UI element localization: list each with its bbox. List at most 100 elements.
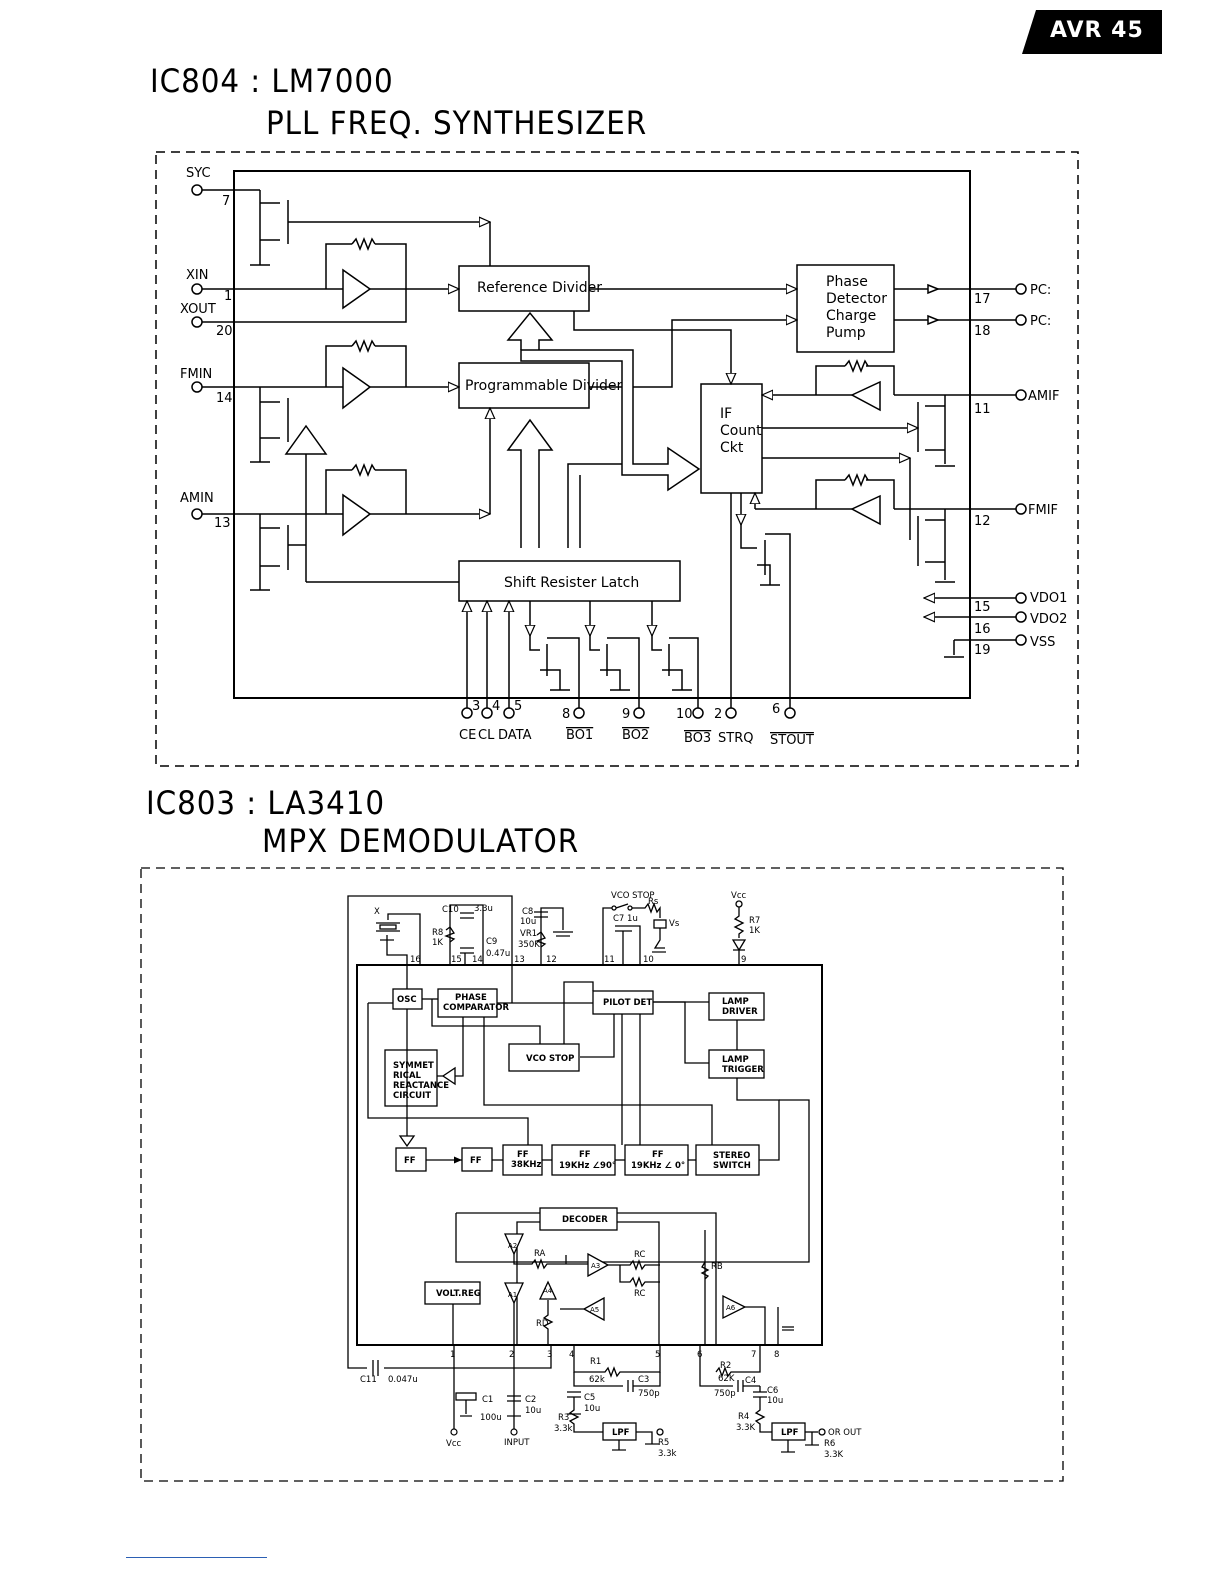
label-c8v: 10u <box>520 917 536 927</box>
label-amin: AMIN <box>180 491 214 506</box>
symmetrical-block <box>384 1049 438 1107</box>
ic804-chip-body <box>233 170 971 699</box>
label-c10v: 3.3u <box>474 904 493 914</box>
label-c2v: 10u <box>525 1406 541 1416</box>
label-r8: R8 <box>432 928 443 938</box>
num-vss: 19 <box>974 643 991 658</box>
label-data: DATA <box>498 728 532 743</box>
phase-comparator-label-1: PHASE <box>455 993 487 1003</box>
ic803-pin-16: 16 <box>410 955 421 965</box>
ic803-pin-12: 12 <box>546 955 557 965</box>
label-vr1v: 350K <box>518 940 540 950</box>
label-rd: RD <box>536 1319 549 1329</box>
phase-detector-label-2: Detector <box>826 291 887 307</box>
pin-xout <box>191 316 203 328</box>
label-pc18: PC: <box>1030 314 1051 329</box>
ic803-title: IC803 : LA3410 <box>146 784 386 822</box>
phase-detector-label-4: Pump <box>826 325 866 341</box>
num-vdo2: 16 <box>974 622 991 637</box>
ic803-pin-6: 6 <box>697 1350 702 1360</box>
pilot-det-label: PILOT DET <box>603 998 652 1008</box>
pin-bo3 <box>692 707 704 719</box>
phase-detector-label-3: Charge <box>826 308 876 324</box>
num-cl: 4 <box>492 699 500 714</box>
label-r1v: 62k <box>589 1375 605 1385</box>
label-c9: C9 <box>486 937 497 947</box>
label-r7v: 1K <box>749 926 760 936</box>
pin-fmin <box>191 381 203 393</box>
ic803-pin-15: 15 <box>451 955 462 965</box>
pin-cl <box>481 707 493 719</box>
if-count-label-3: Ckt <box>720 440 744 456</box>
osc-label: OSC <box>397 995 417 1005</box>
ff19-90-label-2: 19KHz ∠90° <box>559 1161 616 1171</box>
lamp-driver-label-1: LAMP <box>722 997 749 1007</box>
lamp-trigger-label-1: LAMP <box>722 1055 749 1065</box>
lpf-left-label: LPF <box>612 1428 630 1438</box>
label-vcc-bottom: Vcc <box>446 1439 461 1449</box>
label-r2v: 62K <box>718 1374 735 1384</box>
label-cl: CL <box>478 728 495 743</box>
label-c7: C7 1u <box>613 914 638 924</box>
label-c5: C5 <box>584 1393 595 1403</box>
num-bo3: 10 <box>676 707 693 722</box>
label-c3: C3 <box>638 1375 649 1385</box>
ff19-90-label-1: FF <box>579 1150 591 1160</box>
label-x: X <box>374 907 380 917</box>
ic803-pin-5: 5 <box>655 1350 660 1360</box>
num-xout: 20 <box>216 324 233 339</box>
num-pc17: 17 <box>974 292 991 307</box>
stereo-switch-label-2: SWITCH <box>713 1161 751 1171</box>
reference-divider-label: Reference Divider <box>477 280 602 296</box>
num-bo1: 8 <box>562 707 570 722</box>
phase-comparator-label-2: COMPARATOR <box>443 1003 509 1013</box>
vco-stop-block <box>508 1043 580 1072</box>
num-ce: 3 <box>472 699 480 714</box>
ic803-pin-8: 8 <box>774 1350 779 1360</box>
stereo-switch-label-1: STEREO <box>713 1151 750 1161</box>
pin-vdo2 <box>1015 611 1027 623</box>
num-fmif: 12 <box>974 514 991 529</box>
pin-data <box>503 707 515 719</box>
pin-amin <box>191 508 203 520</box>
ic804-dashed-border <box>155 151 1079 767</box>
label-a5: A5 <box>590 1306 599 1314</box>
label-rb: RB <box>711 1262 723 1272</box>
model-badge-text: AVR 45 <box>1050 18 1144 43</box>
num-amif: 11 <box>974 402 991 417</box>
num-pc18: 18 <box>974 324 991 339</box>
ic803-block-diagram: OSC PHASE COMPARATOR PILOT DET LAMP DRIV… <box>140 867 1064 1482</box>
phase-detector-label-1: Phase <box>826 274 868 290</box>
volt-reg-label: VOLT.REG <box>436 1289 481 1299</box>
lamp-driver-label-2: DRIVER <box>722 1007 758 1017</box>
ic803-pin-9: 9 <box>741 955 746 965</box>
label-xout: XOUT <box>180 302 216 317</box>
symmetrical-label-4: CIRCUIT <box>393 1091 431 1101</box>
label-vr1: VR1 <box>520 929 537 939</box>
label-c1v: 100u <box>480 1413 502 1423</box>
label-r2: R2 <box>720 1361 731 1371</box>
ic803-pin-1: 1 <box>450 1350 455 1360</box>
label-a6: A6 <box>726 1304 736 1312</box>
pin-stout <box>784 707 796 719</box>
ic803-dashed-border <box>140 867 1064 1482</box>
ic803-chip-body <box>356 964 823 1346</box>
pin-bo2 <box>633 707 645 719</box>
label-r3v: 3.3k <box>554 1424 573 1434</box>
ff2-label: FF <box>470 1156 482 1166</box>
label-c1: C1 <box>482 1395 493 1405</box>
ff1-label: FF <box>404 1156 416 1166</box>
if-count-label-2: Count <box>720 423 762 439</box>
label-r8v: 1K <box>432 938 443 948</box>
label-bo1: BO1 <box>566 728 593 743</box>
label-c11v: 0.047u <box>388 1375 418 1385</box>
symmetrical-label-3: REACTANCE <box>393 1081 449 1091</box>
label-a2: A2 <box>508 1242 517 1250</box>
label-c8: C8 <box>522 907 533 917</box>
label-r6v: 3.3K <box>824 1450 844 1460</box>
label-r4: R4 <box>738 1412 749 1422</box>
pin-vdo1 <box>1015 592 1027 604</box>
ic803-pin-13: 13 <box>514 955 525 965</box>
ic804-subtitle: PLL FREQ. SYNTHESIZER <box>266 104 648 142</box>
